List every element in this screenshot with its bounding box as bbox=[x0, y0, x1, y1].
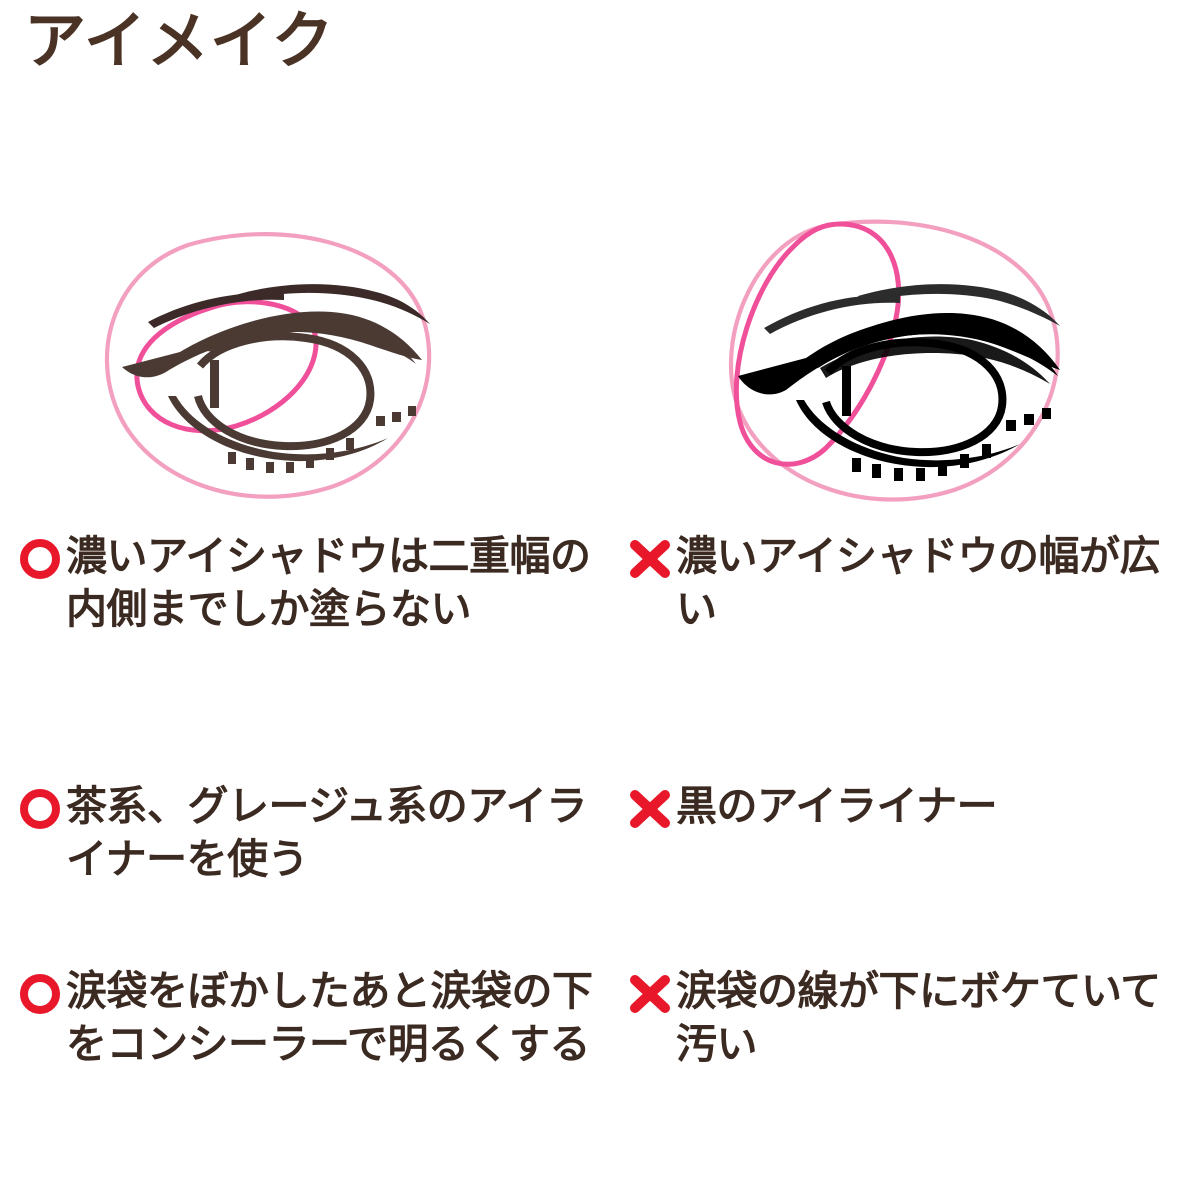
eye-outer-corner-marks bbox=[376, 406, 416, 426]
eye-crease-line bbox=[148, 284, 430, 328]
comparison-row: 涙袋をぼかしたあと涙袋の下をコンシーラーで明るくする 涙袋の線が下にボケていて汚… bbox=[0, 965, 1200, 1175]
circle-o-icon bbox=[16, 965, 64, 1019]
good-tip-1: 濃いアイシャドウは二重幅の内側までしか塗らない bbox=[16, 530, 616, 637]
bad-tip-3: 涙袋の線が下にボケていて汚い bbox=[626, 965, 1200, 1072]
cross-x-icon bbox=[626, 530, 674, 584]
cross-x-icon bbox=[626, 965, 674, 1019]
comparison-row: 茶系、グレージュ系のアイライナーを使う 黒のアイライナー bbox=[0, 780, 1200, 965]
eye-diagram-bad bbox=[700, 200, 1100, 510]
annotation-oval-outer-light-pink bbox=[728, 219, 1060, 502]
eye-lashline-lower bbox=[796, 400, 1020, 481]
circle-o-icon bbox=[16, 780, 64, 834]
eye-crease-line bbox=[764, 284, 1060, 334]
eye-lashline-lower bbox=[168, 396, 388, 473]
page-title: アイメイク bbox=[24, 7, 335, 76]
cross-x-icon bbox=[626, 780, 674, 834]
eye-diagram-good bbox=[70, 200, 470, 510]
eye-iris-outline bbox=[194, 332, 375, 451]
eye-outer-corner-marks bbox=[1006, 408, 1051, 431]
good-tip-text: 涙袋をぼかしたあと涙袋の下をコンシーラーで明るくする bbox=[66, 968, 593, 1068]
good-tip-2: 茶系、グレージュ系のアイライナーを使う bbox=[16, 780, 616, 887]
eye-iris-outline bbox=[822, 338, 1007, 457]
comparison-rows: 濃いアイシャドウは二重幅の内側までしか塗らない 濃いアイシャドウの幅が広い bbox=[0, 530, 1200, 1175]
good-tip-text: 濃いアイシャドウは二重幅の内側までしか塗らない bbox=[66, 533, 591, 633]
good-tip-3: 涙袋をぼかしたあと涙袋の下をコンシーラーで明るくする bbox=[16, 965, 616, 1072]
annotation-oval-outer-light-pink bbox=[104, 232, 432, 499]
bad-tip-text: 濃いアイシャドウの幅が広い bbox=[676, 533, 1160, 633]
bad-tip-text: 涙袋の線が下にボケていて汚い bbox=[676, 968, 1161, 1068]
circle-o-icon bbox=[16, 530, 64, 584]
illustration-row bbox=[0, 200, 1200, 510]
bad-tip-2: 黒のアイライナー bbox=[626, 780, 1200, 834]
good-tip-text: 茶系、グレージュ系のアイライナーを使う bbox=[66, 783, 587, 883]
eye-iris-highlight bbox=[210, 360, 219, 408]
bad-tip-text: 黒のアイライナー bbox=[676, 783, 998, 829]
comparison-row: 濃いアイシャドウは二重幅の内側までしか塗らない 濃いアイシャドウの幅が広い bbox=[0, 530, 1200, 780]
eye-lashline-upper bbox=[122, 311, 422, 378]
eye-iris-highlight bbox=[842, 366, 851, 416]
bad-tip-1: 濃いアイシャドウの幅が広い bbox=[626, 530, 1200, 637]
